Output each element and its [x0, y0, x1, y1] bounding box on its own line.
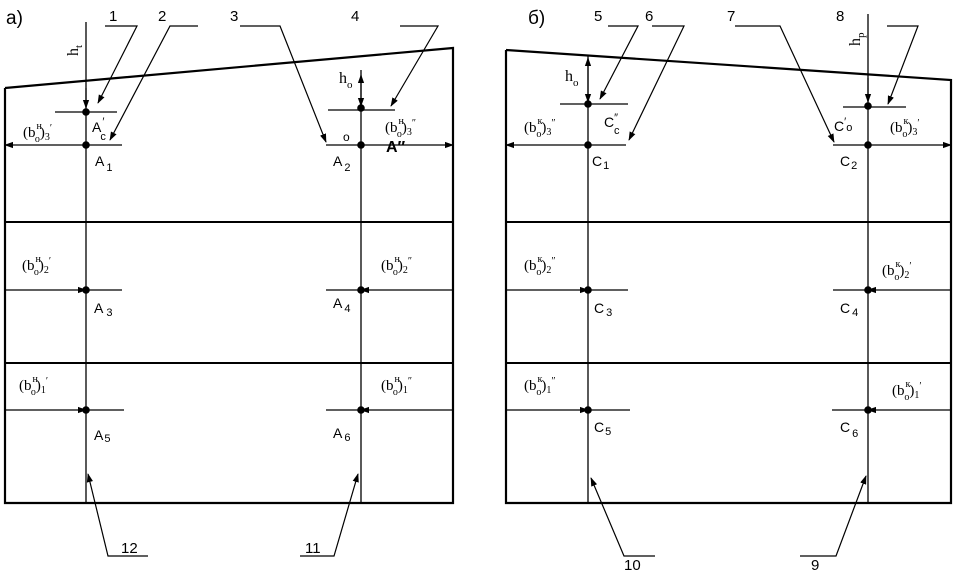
label-co-prime: C′o [834, 116, 852, 134]
callout-6: 6 [645, 8, 653, 25]
label-c2: C2 [840, 153, 857, 172]
label-a-double-prime: A″ [386, 139, 406, 156]
label-cc-double-prime: C″c [604, 112, 620, 137]
leader-6 [628, 25, 685, 141]
ho-label: ho [339, 70, 353, 91]
leader-7 [735, 25, 835, 143]
leader-1 [97, 25, 138, 104]
callout-2: 2 [158, 8, 166, 25]
callout-3: 3 [230, 8, 238, 25]
leader-9 [800, 475, 867, 557]
callout-8: 8 [836, 8, 844, 25]
panel-b-outline [504, 48, 953, 505]
callout-9: 9 [811, 557, 819, 573]
callout-1: 1 [109, 8, 117, 25]
callout-4: 4 [351, 8, 359, 25]
leader-12 [86, 473, 148, 557]
hp-label: hp [847, 32, 867, 46]
label-ac-prime: A′c [92, 116, 106, 143]
point-cc-double-prime [584, 100, 592, 108]
callout-5: 5 [594, 8, 602, 25]
ht-label: ht [65, 45, 85, 56]
leader-10 [590, 477, 655, 557]
label-c1: C1 [592, 153, 609, 172]
point-ac-prime [82, 108, 90, 116]
label-o-mark: o [343, 130, 350, 144]
label-a5: A5 [94, 427, 110, 445]
callout-12: 12 [121, 540, 138, 557]
leader-3 [240, 25, 327, 143]
point-a-double-prime [357, 104, 365, 112]
leader-8 [887, 25, 919, 105]
callout-11: 11 [305, 540, 321, 557]
point-co-prime [864, 102, 872, 110]
panel-a: а) ht ho [3, 8, 455, 557]
panel-a-outline [3, 46, 455, 505]
panel-a-label: а) [6, 8, 23, 29]
leader-4 [390, 25, 440, 107]
leader-11 [300, 473, 359, 557]
label-c5: C5 [594, 419, 611, 438]
leader-2 [109, 25, 198, 141]
panel-b-label: б) [528, 8, 545, 29]
leader-5 [599, 25, 639, 100]
panel-b: б) ho hp C″c [504, 8, 953, 573]
ho-b-label: ho [565, 68, 579, 89]
callout-10: 10 [624, 557, 641, 573]
callout-7: 7 [727, 8, 735, 25]
